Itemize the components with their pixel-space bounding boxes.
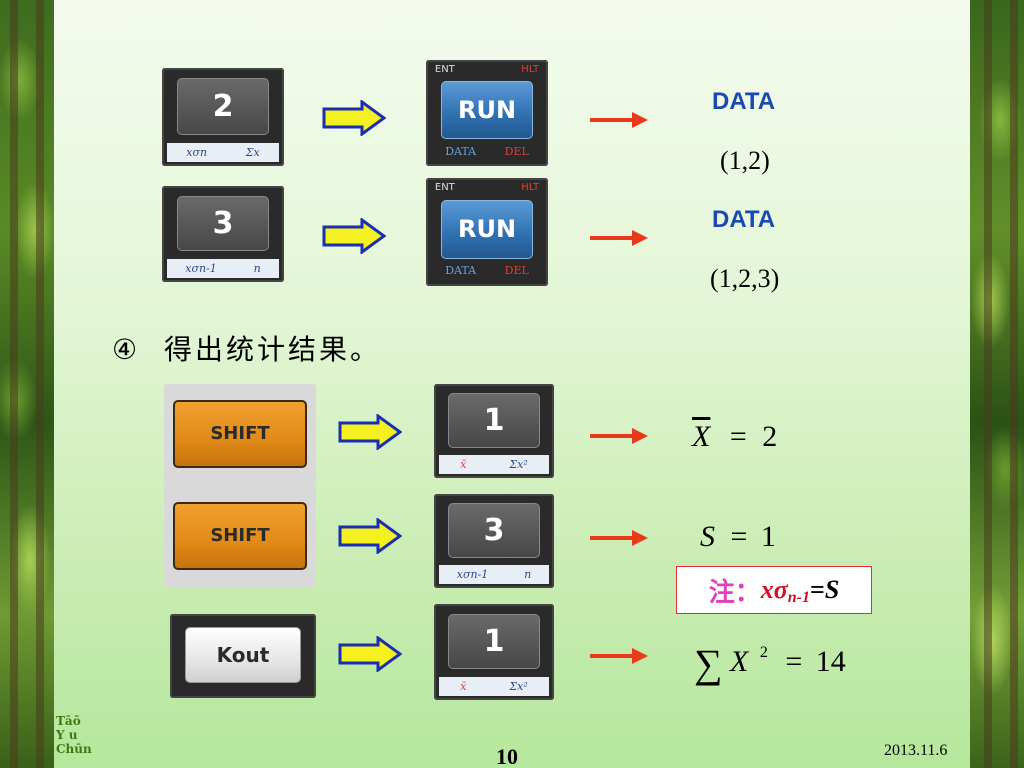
step-4-marker: ④ [112, 333, 141, 366]
key-run-sub-left: DATA [445, 264, 477, 278]
std-formula: S = 1 [700, 520, 776, 554]
data-label-1: DATA [712, 88, 776, 115]
note-eq: = [809, 575, 825, 604]
note-lead: 注： [708, 577, 761, 607]
data-result-1: (1,2) [720, 146, 770, 175]
logo-line-3: Chūn [56, 742, 92, 756]
key-kout-face: Kout [184, 627, 302, 683]
key-run-sub-right: DEL [504, 264, 529, 278]
sum-sq-formula: ∑ X 2 = 14 [694, 634, 846, 686]
key-run-top-left: ENT [434, 182, 455, 194]
sum-sq-equals: = [785, 645, 803, 678]
yellow-arrow-icon [322, 218, 386, 254]
key-1-sub-left: x̄ [460, 458, 467, 472]
page-number: 10 [496, 744, 518, 768]
step-4-heading: ④ 得出统计结果。 [112, 328, 381, 368]
key-run-sub-left: DATA [445, 144, 477, 158]
red-arrow-icon [590, 112, 648, 128]
forest-border-left [0, 0, 54, 768]
mean-formula: X = 2 [692, 420, 777, 454]
key-1-face: 1 [448, 613, 540, 670]
key-shift[interactable]: SHIFT [164, 486, 316, 588]
yellow-arrow-icon [338, 518, 402, 554]
sum-sq-exp: 2 [759, 644, 768, 661]
key-shift-face: SHIFT [173, 502, 307, 570]
key-kout[interactable]: Kout [170, 614, 316, 698]
note-sigma: σ [773, 575, 788, 604]
key-run-toplabels: ENT HLT [431, 180, 543, 195]
key-run-top-left: ENT [434, 64, 455, 76]
sum-sq-value: 14 [815, 645, 846, 678]
data-label-2: DATA [712, 206, 776, 233]
key-run[interactable]: ENT HLT RUN DATA DEL [426, 60, 548, 166]
std-equals: = [730, 520, 748, 553]
key-3-sub-left: xσn-1 [456, 568, 489, 582]
key-3[interactable]: 3 xσn-1 n [434, 494, 554, 588]
key-3[interactable]: 3 xσn-1 n [162, 186, 284, 282]
red-arrow-icon [590, 530, 648, 546]
key-3-sub-right: n [524, 568, 532, 582]
key-run[interactable]: ENT HLT RUN DATA DEL [426, 178, 548, 286]
key-2[interactable]: 2 xσn Σx [162, 68, 284, 166]
key-run-sublabels: DATA DEL [430, 140, 544, 162]
mean-equals: = [729, 420, 747, 453]
slide-date: 2013.11.6 [884, 742, 948, 759]
red-arrow-icon [590, 230, 648, 246]
red-arrow-icon [590, 428, 648, 444]
note-rhs: S [824, 575, 840, 604]
key-run-face: RUN [440, 81, 534, 140]
mean-symbol: X [692, 420, 711, 453]
sigma-symbol: ∑ [694, 641, 723, 686]
key-3-sublabels: xσn-1 n [438, 565, 550, 585]
key-1-face: 1 [448, 393, 540, 448]
key-2-face: 2 [176, 77, 270, 135]
forest-border-right [970, 0, 1024, 768]
note-x: x [760, 575, 774, 604]
note-sub: n-1 [787, 589, 810, 606]
logo: Tāō Y u Chūn [56, 714, 104, 756]
key-3-sub-right: n [253, 262, 261, 276]
key-run-top-right: HLT [521, 64, 540, 76]
yellow-arrow-icon [322, 100, 386, 136]
key-2-sub-right: Σx [245, 145, 260, 159]
key-2-sublabels: xσn Σx [166, 142, 280, 163]
std-value: 1 [760, 520, 776, 553]
key-3-sublabels: xσn-1 n [166, 258, 280, 279]
key-run-face: RUN [440, 199, 534, 259]
key-1-sub-left: x̄ [460, 680, 467, 694]
key-1[interactable]: 1 x̄ Σx² [434, 384, 554, 478]
key-shift-face: SHIFT [173, 400, 307, 468]
data-result-2: (1,2,3) [710, 264, 780, 293]
key-3-face: 3 [448, 503, 540, 558]
key-run-toplabels: ENT HLT [431, 62, 543, 77]
mean-value: 2 [762, 420, 778, 453]
logo-line-2: Y u [56, 728, 78, 742]
red-arrow-icon [590, 648, 648, 664]
key-1-sublabels: x̄ Σx² [438, 676, 550, 697]
key-3-sub-left: xσn-1 [185, 262, 217, 276]
key-run-top-right: HLT [521, 182, 540, 194]
key-shift[interactable]: SHIFT [164, 384, 316, 486]
logo-line-1: Tāō [56, 714, 81, 728]
yellow-arrow-icon [338, 636, 402, 672]
key-2-sub-left: xσn [186, 145, 208, 159]
key-1-sub-right: Σx² [509, 458, 528, 472]
key-1-sub-right: Σx² [509, 680, 528, 694]
key-3-face: 3 [176, 195, 270, 252]
step-4-text: 得出统计结果。 [164, 333, 382, 366]
std-symbol: S [700, 520, 715, 553]
note-box: 注： x σ n-1 = S [676, 566, 872, 614]
key-1-sublabels: x̄ Σx² [438, 455, 550, 475]
yellow-arrow-icon [338, 414, 402, 450]
key-run-sub-right: DEL [504, 144, 529, 158]
key-run-sublabels: DATA DEL [430, 260, 544, 282]
sum-sq-symbol: X [730, 645, 749, 678]
key-1[interactable]: 1 x̄ Σx² [434, 604, 554, 700]
